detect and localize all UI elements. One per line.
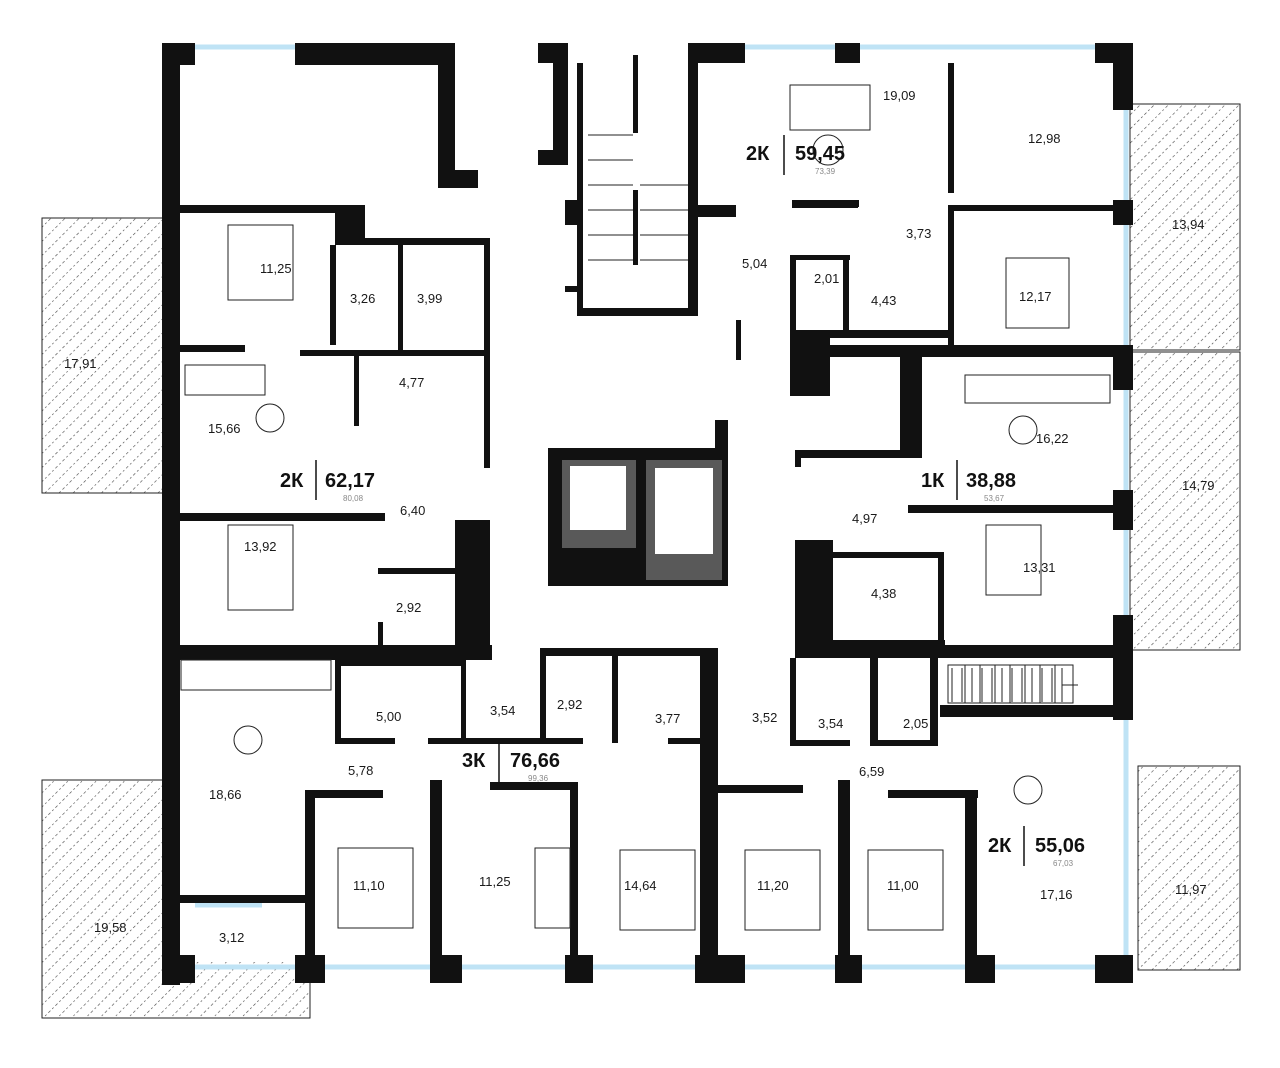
apt-total-area: 53,67: [984, 494, 1005, 503]
walls: [162, 43, 1133, 985]
room-area: 2,01: [814, 271, 839, 286]
apt-type: 3К: [462, 750, 486, 772]
apartment-3k-76: 3К 76,66 99,36: [462, 742, 560, 783]
room-area: 2,92: [557, 697, 582, 712]
stairs-east: [951, 668, 1078, 702]
apt-area: 38,88: [966, 470, 1016, 492]
room-area: 12,98: [1028, 131, 1061, 146]
room-area: 6,40: [400, 503, 425, 518]
interior-lines: [180, 84, 1111, 931]
room-area: 3,54: [818, 716, 843, 731]
room-area: 13,94: [1172, 217, 1205, 232]
balcony-east-lower: [1137, 765, 1241, 971]
apartment-2k-62: 2К 62,17 80,08: [280, 460, 375, 503]
room-area: 3,12: [219, 930, 244, 945]
apt-total-area: 73,39: [815, 167, 836, 176]
room-area: 13,31: [1023, 560, 1056, 575]
apt-type: 2К: [988, 835, 1012, 857]
room-area: 14,79: [1182, 478, 1215, 493]
room-area: 12,17: [1019, 289, 1052, 304]
apt-area: 62,17: [325, 470, 375, 492]
room-area: 5,78: [348, 763, 373, 778]
room-area: 6,59: [859, 764, 884, 779]
room-area: 3,26: [350, 291, 375, 306]
elevator-core: [548, 420, 728, 586]
apt-total-area: 99,36: [528, 774, 549, 783]
room-area: 4,97: [852, 511, 877, 526]
room-area: 17,16: [1040, 887, 1073, 902]
room-area: 11,20: [757, 878, 789, 893]
apt-area: 55,06: [1035, 835, 1085, 857]
apt-type: 1К: [921, 470, 945, 492]
room-area: 4,43: [871, 293, 896, 308]
room-area: 3,77: [655, 711, 680, 726]
room-area: 3,73: [906, 226, 931, 241]
apt-area: 59,45: [795, 143, 845, 165]
balcony-east-upper: [1129, 103, 1241, 351]
room-area: 3,99: [417, 291, 442, 306]
room-area: 16,22: [1036, 431, 1069, 446]
room-area: 14,64: [624, 878, 657, 893]
room-area: 11,10: [353, 878, 385, 893]
room-area: 3,54: [490, 703, 515, 718]
apartment-2k-55: 2К 55,06 67,03: [988, 826, 1085, 868]
apt-total-area: 80,08: [343, 494, 364, 503]
apartment-labels: 2К 59,45 73,39 2К 62,17 80,08 1К 38,88 5…: [280, 135, 1085, 868]
apt-area: 76,66: [510, 750, 560, 772]
apt-type: 2К: [746, 143, 770, 165]
apt-total-area: 67,03: [1053, 859, 1074, 868]
room-area: 17,91: [64, 356, 97, 371]
balcony-east-middle: [1129, 351, 1241, 651]
windows: [167, 44, 1129, 970]
room-area: 11,97: [1175, 882, 1207, 897]
apartment-1k-38: 1К 38,88 53,67: [921, 460, 1016, 503]
room-area: 2,92: [396, 600, 421, 615]
room-area: 19,09: [883, 88, 916, 103]
room-area: 11,00: [887, 878, 919, 893]
room-area: 3,52: [752, 710, 777, 725]
room-area: 11,25: [479, 874, 511, 889]
apt-type: 2К: [280, 470, 304, 492]
room-area: 19,58: [94, 920, 127, 935]
room-area: 4,38: [871, 586, 896, 601]
room-area: 2,05: [903, 716, 928, 731]
room-area: 11,25: [260, 261, 292, 276]
room-area: 5,04: [742, 256, 767, 271]
room-area: 4,77: [399, 375, 424, 390]
room-area: 15,66: [208, 421, 241, 436]
apartment-2k-59: 2К 59,45 73,39: [746, 135, 859, 207]
room-area: 13,92: [244, 539, 277, 554]
room-area: 5,00: [376, 709, 401, 724]
balcony-west-upper: [41, 217, 165, 494]
room-labels: 19,09 12,98 13,94 3,73 5,04 2,01 4,43 12…: [64, 88, 1215, 945]
room-area: 18,66: [209, 787, 242, 802]
